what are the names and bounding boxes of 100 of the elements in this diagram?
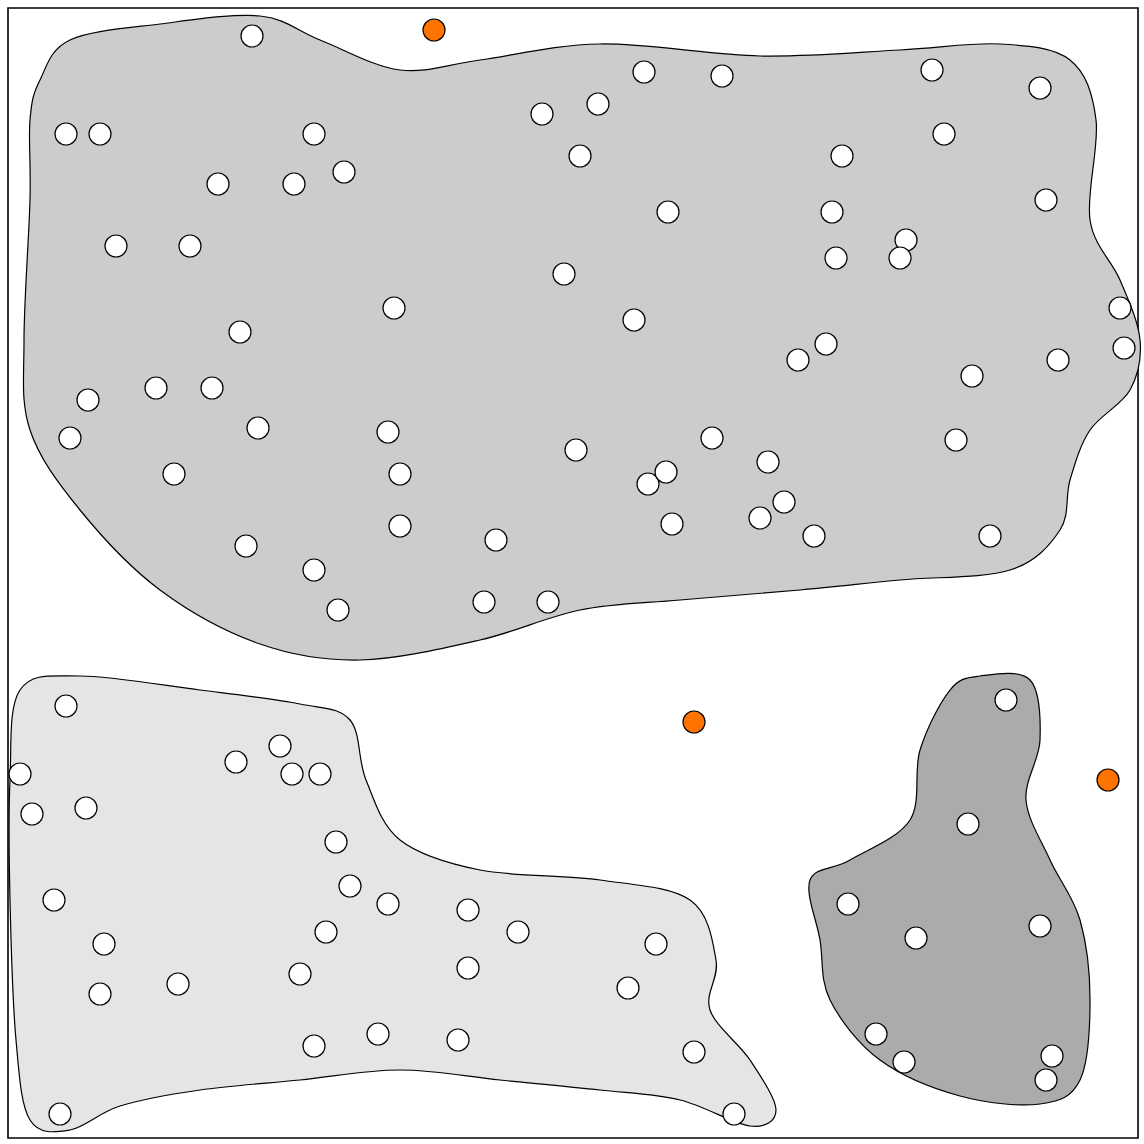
data-point <box>756 450 780 474</box>
data-point <box>830 144 854 168</box>
data-point <box>1034 1068 1058 1092</box>
data-point <box>814 332 838 356</box>
data-point <box>88 122 112 146</box>
data-point <box>74 796 98 820</box>
data-point <box>376 420 400 444</box>
data-point <box>632 60 656 84</box>
data-point <box>288 962 312 986</box>
data-point <box>92 932 116 956</box>
data-point <box>960 364 984 388</box>
data-point <box>654 460 678 484</box>
data-point <box>20 802 44 826</box>
data-point <box>636 472 660 496</box>
data-point <box>332 160 356 184</box>
data-point <box>376 892 400 916</box>
data-point <box>58 426 82 450</box>
data-point <box>586 92 610 116</box>
data-point <box>530 102 554 126</box>
data-point <box>206 172 230 196</box>
data-point <box>48 1102 72 1126</box>
data-point <box>1040 1044 1064 1068</box>
data-point <box>1028 76 1052 100</box>
data-point <box>234 534 258 558</box>
cluster-region <box>8 675 777 1133</box>
outlier-point <box>1096 768 1120 792</box>
data-point <box>700 426 724 450</box>
data-point <box>314 920 338 944</box>
data-point <box>200 376 224 400</box>
data-point <box>820 200 844 224</box>
data-point <box>54 122 78 146</box>
data-point <box>366 1022 390 1046</box>
cluster-region <box>808 672 1091 1106</box>
data-point <box>904 926 928 950</box>
data-point <box>446 1028 470 1052</box>
data-point <box>786 348 810 372</box>
data-point <box>568 144 592 168</box>
data-point <box>388 462 412 486</box>
data-point <box>622 308 646 332</box>
data-point <box>888 246 912 270</box>
data-point <box>228 320 252 344</box>
data-point <box>506 920 530 944</box>
data-point <box>894 228 918 252</box>
data-point <box>994 688 1018 712</box>
data-point <box>88 982 112 1006</box>
data-point <box>824 246 848 270</box>
data-point <box>104 234 128 258</box>
data-point <box>338 874 362 898</box>
data-point <box>54 694 78 718</box>
cluster-region <box>22 14 1142 661</box>
data-point <box>722 1102 746 1126</box>
data-point <box>564 438 588 462</box>
data-point <box>1028 914 1052 938</box>
data-point <box>864 1022 888 1046</box>
data-point <box>326 598 350 622</box>
data-point <box>224 750 248 774</box>
data-point <box>302 1034 326 1058</box>
data-point <box>932 122 956 146</box>
data-point <box>920 58 944 82</box>
data-point <box>282 172 306 196</box>
data-point <box>978 524 1002 548</box>
data-point <box>388 514 412 538</box>
data-point <box>382 296 406 320</box>
data-point <box>456 898 480 922</box>
data-point <box>772 490 796 514</box>
data-point <box>76 388 100 412</box>
data-point <box>944 428 968 452</box>
data-point <box>268 734 292 758</box>
data-point <box>748 506 772 530</box>
data-point <box>8 762 32 786</box>
data-point <box>308 762 332 786</box>
data-point <box>710 64 734 88</box>
data-point <box>280 762 304 786</box>
data-point <box>956 812 980 836</box>
data-point <box>42 888 66 912</box>
data-point <box>536 590 560 614</box>
data-point <box>240 24 264 48</box>
data-point <box>144 376 168 400</box>
data-point <box>836 892 860 916</box>
data-point <box>1046 348 1070 372</box>
data-point <box>1112 336 1136 360</box>
data-point <box>162 462 186 486</box>
data-point <box>456 956 480 980</box>
data-point <box>802 524 826 548</box>
data-point <box>552 262 576 286</box>
data-point <box>302 122 326 146</box>
data-point <box>1034 188 1058 212</box>
data-point <box>682 1040 706 1064</box>
data-point <box>246 416 270 440</box>
data-point <box>660 512 684 536</box>
data-point <box>324 830 348 854</box>
outlier-point <box>422 18 446 42</box>
data-point <box>1108 296 1132 320</box>
data-point <box>644 932 668 956</box>
data-point <box>472 590 496 614</box>
data-point <box>656 200 680 224</box>
data-point <box>178 234 202 258</box>
data-point <box>616 976 640 1000</box>
data-point <box>166 972 190 996</box>
data-point <box>892 1050 916 1074</box>
